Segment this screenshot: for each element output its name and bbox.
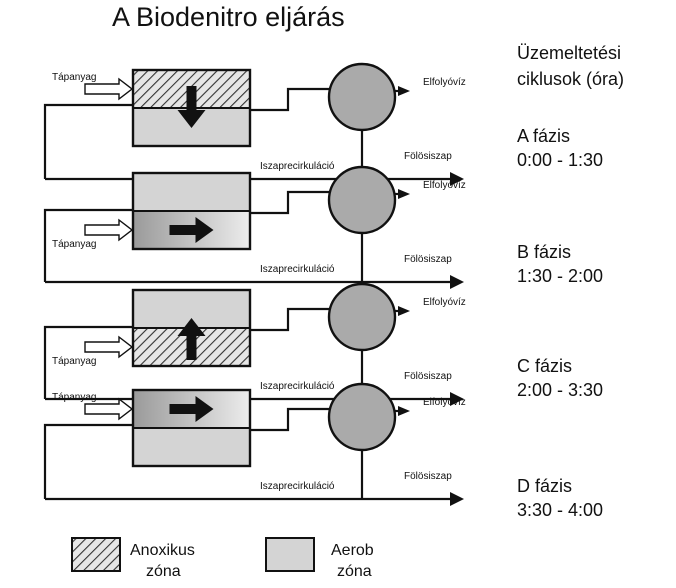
- cycle-header-line-2: ciklusok (óra): [517, 69, 625, 89]
- legend-anoxic-swatch: [71, 537, 121, 572]
- recirculation-return-line: [43, 208, 133, 282]
- excess-sludge-label: Fölösiszap: [404, 471, 452, 482]
- recirculation-label: Iszaprecirkuláció: [260, 381, 335, 392]
- phase-time: 0:00 - 1:30: [517, 150, 604, 170]
- clarifier: [327, 165, 397, 235]
- tank-upper-zone: [133, 173, 250, 211]
- phase-row-2: [43, 165, 464, 289]
- effluent-arrowhead: [398, 189, 410, 199]
- flow-direction-arrow: [177, 86, 206, 128]
- excess-sludge-arrowhead: [450, 492, 464, 506]
- recirculation-label: Iszaprecirkuláció: [260, 264, 335, 275]
- feed-label: Tápanyag: [52, 392, 96, 403]
- phase-row-4: [43, 382, 464, 506]
- phase-b-label: B fázis 1:30 - 2:00: [517, 240, 603, 288]
- feed-label: Tápanyag: [52, 356, 96, 367]
- feed-label: Tápanyag: [52, 239, 96, 250]
- recirculation-return-line: [43, 325, 133, 399]
- legend-anoxic-label: Anoxikus: [130, 542, 195, 559]
- excess-sludge-label: Fölösiszap: [404, 371, 452, 382]
- tank-to-clarifier-pipe: [250, 87, 331, 112]
- feed-inlet-arrow: [84, 397, 134, 421]
- effluent-label: Elfolyóvíz: [423, 297, 466, 308]
- phase-row-1: [43, 62, 464, 186]
- excess-sludge-label: Fölösiszap: [404, 254, 452, 265]
- phase-time: 3:30 - 4:00: [517, 500, 604, 520]
- feed-inlet-arrow: [84, 335, 134, 359]
- effluent-label: Elfolyóvíz: [423, 77, 466, 88]
- diagram-title: A Biodenitro eljárás: [112, 2, 345, 32]
- excess-sludge-arrowhead: [450, 172, 464, 186]
- phase-time: 1:30 - 2:00: [517, 266, 604, 286]
- cycle-header: Üzemeltetési ciklusok (óra): [517, 40, 624, 92]
- excess-sludge-arrowhead: [450, 275, 464, 289]
- legend-aerobic-swatch: [265, 537, 315, 572]
- tank-lower-zone: [133, 428, 250, 466]
- phase-row-3: [43, 282, 464, 406]
- phase-time: 2:00 - 3:30: [517, 380, 604, 400]
- flow-direction-arrow: [169, 217, 214, 243]
- phase-name: A fázis: [517, 126, 571, 146]
- clarifier: [327, 282, 397, 352]
- flow-direction-arrow: [169, 396, 214, 422]
- feed-label: Tápanyag: [52, 72, 96, 83]
- phase-d-label: D fázis 3:30 - 4:00: [517, 474, 603, 522]
- phase-c-label: C fázis 2:00 - 3:30: [517, 354, 603, 402]
- effluent-arrowhead: [398, 406, 410, 416]
- legend-aerobic-label: Aerob: [331, 542, 374, 559]
- recirculation-label: Iszaprecirkuláció: [260, 161, 335, 172]
- tank-to-clarifier-pipe: [250, 190, 331, 215]
- phase-name: B fázis: [517, 242, 572, 262]
- clarifier: [327, 382, 397, 452]
- flow-direction-arrow: [177, 318, 206, 360]
- phase-name: D fázis: [517, 476, 573, 496]
- cycle-header-line-1: Üzemeltetési: [517, 43, 622, 63]
- recirculation-label: Iszaprecirkuláció: [260, 481, 335, 492]
- phase-name: C fázis: [517, 356, 573, 376]
- tank-to-clarifier-pipe: [250, 307, 331, 332]
- effluent-arrowhead: [398, 306, 410, 316]
- feed-inlet-arrow: [84, 77, 134, 101]
- legend-aerobic-label-2: zóna: [337, 563, 372, 580]
- feed-inlet-arrow: [84, 218, 134, 242]
- effluent-arrowhead: [398, 86, 410, 96]
- clarifier: [327, 62, 397, 132]
- effluent-label: Elfolyóvíz: [423, 397, 466, 408]
- excess-sludge-arrowhead: [450, 392, 464, 406]
- effluent-label: Elfolyóvíz: [423, 180, 466, 191]
- phase-a-label: A fázis 0:00 - 1:30: [517, 124, 603, 172]
- excess-sludge-label: Fölösiszap: [404, 151, 452, 162]
- legend-anoxic-label-2: zóna: [146, 563, 181, 580]
- recirculation-return-line: [43, 103, 133, 179]
- tank-to-clarifier-pipe: [250, 407, 331, 432]
- recirculation-return-line: [43, 423, 133, 499]
